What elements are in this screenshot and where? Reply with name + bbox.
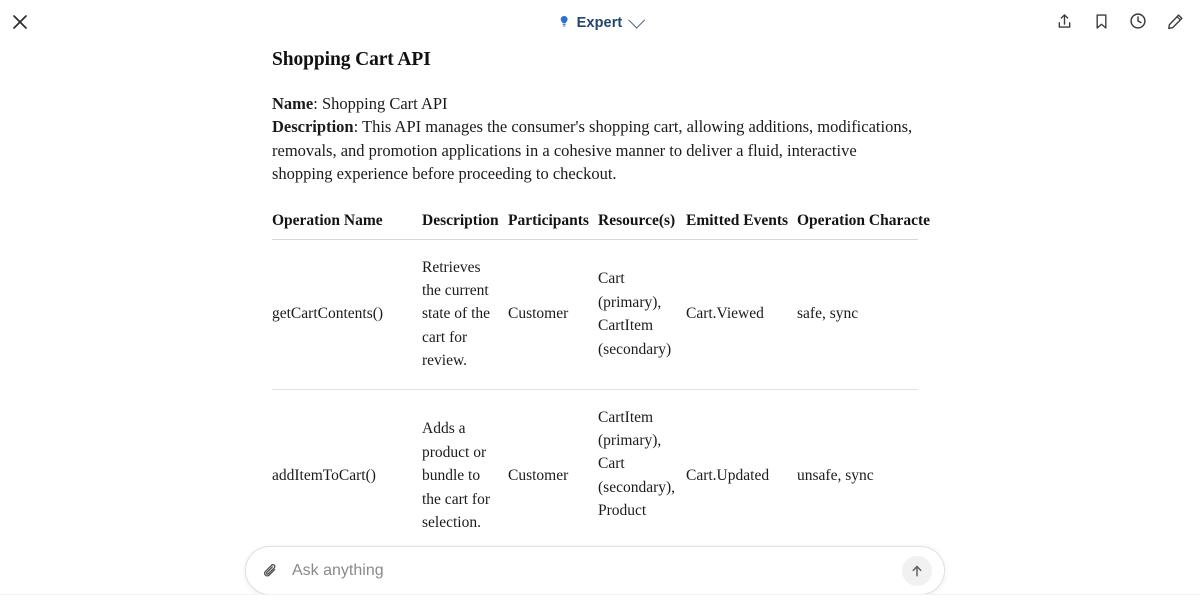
page-title: Shopping Cart API (272, 49, 431, 70)
edit-pencil-icon[interactable] (1164, 10, 1186, 32)
bookmark-icon[interactable] (1090, 10, 1112, 32)
col-participants: Participants (508, 211, 598, 240)
cell-operation: getCartContents() (272, 239, 422, 390)
cell-events: Cart.Viewed (686, 239, 797, 390)
description-value: : This API manages the consumer's shoppi… (272, 117, 913, 184)
cell-events: Cart.Updated (686, 389, 797, 527)
cell-resources: CartItem (primary), Cart (secondary), Pr… (598, 389, 686, 527)
send-button[interactable] (902, 555, 932, 586)
document-body: Shopping Cart API Name: Shopping Cart AP… (272, 42, 930, 527)
history-icon[interactable] (1127, 10, 1149, 32)
top-actions (1053, 10, 1186, 32)
cell-characteristics: unsafe, sync (797, 389, 918, 527)
document-scroll-area[interactable]: Shopping Cart API Name: Shopping Cart AP… (0, 42, 1200, 527)
col-resources: Resource(s) (598, 211, 686, 240)
col-operation-name: Operation Name (272, 211, 422, 240)
close-icon[interactable] (10, 12, 30, 32)
description-paragraph: Description: This API manages the consum… (272, 115, 918, 185)
name-value: : Shopping Cart API (313, 94, 448, 113)
chevron-down-icon (627, 11, 645, 29)
table-header-row: Operation Name Description Participants … (272, 211, 930, 240)
table-row: addItemToCart() Adds a product or bundle… (272, 389, 918, 527)
table-row: getCartContents() Retrieves the current … (272, 239, 918, 390)
cell-operation: addItemToCart() (272, 389, 422, 527)
mode-selector[interactable]: Expert (552, 11, 649, 33)
cell-resources: Cart (primary), CartItem (secondary) (598, 239, 686, 390)
col-operation-characteristics: Operation Characte (797, 211, 930, 240)
bottom-divider (0, 594, 1200, 603)
description-label: Description (272, 117, 354, 137)
name-paragraph: Name: Shopping Cart API (272, 92, 918, 115)
cell-description: Adds a product or bundle to the cart for… (422, 389, 508, 527)
cell-participants: Customer (508, 239, 598, 390)
name-label: Name (272, 94, 314, 113)
top-bar: Expert (0, 0, 1200, 42)
lightbulb-icon (558, 14, 571, 31)
mode-label: Expert (576, 14, 623, 31)
cell-description: Retrieves the current state of the cart … (422, 239, 508, 390)
paperclip-icon[interactable] (260, 560, 282, 582)
col-emitted-events: Emitted Events (686, 211, 797, 240)
search-input[interactable] (282, 560, 902, 581)
operations-table: Operation Name Description Participants … (272, 211, 930, 527)
cell-characteristics: safe, sync (797, 239, 918, 390)
cell-participants: Customer (508, 389, 598, 527)
composer-bar (245, 546, 945, 595)
share-icon[interactable] (1053, 10, 1075, 32)
col-description: Description (422, 211, 508, 240)
